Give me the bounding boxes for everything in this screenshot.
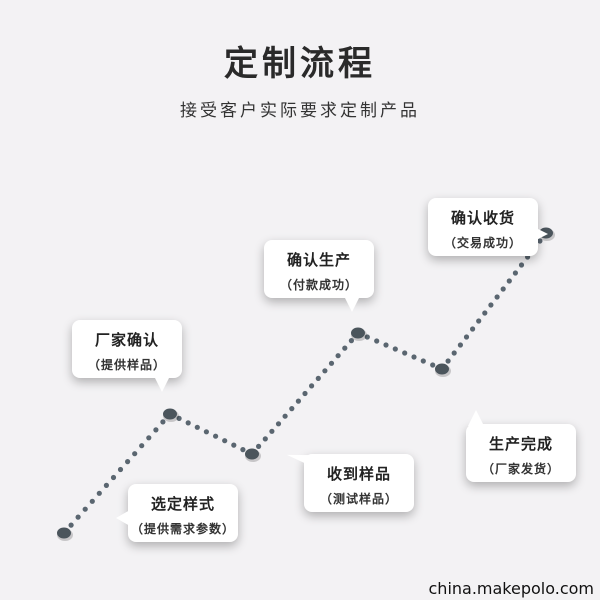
path-dot (231, 442, 237, 448)
step-title: 确认生产 (286, 251, 351, 269)
step-note: （提供样品） (87, 358, 166, 372)
path-dot (194, 424, 200, 430)
path-dot (328, 360, 335, 366)
step-note: （厂家发货） (481, 462, 560, 476)
step-bubble-production-done: 生产完成 （厂家发货） (466, 410, 576, 482)
path-dot (482, 310, 488, 316)
path-dot (75, 514, 81, 520)
path-dot (420, 358, 426, 364)
path-dot (335, 353, 341, 359)
step-title: 生产完成 (488, 435, 553, 453)
path-dot (176, 415, 182, 421)
path-dot (275, 421, 282, 427)
path-dot (476, 318, 482, 324)
path-dot (451, 350, 457, 356)
step-note: （交易成功） (443, 236, 522, 250)
path-dot (213, 433, 219, 439)
path-dot (256, 443, 262, 449)
path-dot (392, 346, 398, 352)
path-dot (282, 413, 288, 419)
path-dot (430, 362, 436, 368)
path-dot (289, 406, 295, 412)
path-dot (470, 326, 476, 332)
path-dot (96, 490, 102, 496)
path-dot (457, 342, 463, 348)
path-dot (222, 438, 228, 444)
path-dot (295, 398, 301, 404)
path-dot (506, 278, 512, 284)
path-dot (240, 447, 246, 453)
path-dot (68, 522, 74, 528)
path-dot (488, 302, 494, 308)
path-dot (110, 474, 117, 481)
path-dot (117, 466, 124, 473)
node-receive-sample (245, 448, 259, 460)
path-dot (103, 482, 109, 488)
page-title: 定制流程 (224, 44, 376, 84)
step-bubble-select-style: 选定样式 （提供需求参数） (116, 484, 238, 542)
step-bubble-confirm-receipt: 确认收货 （交易成功） (428, 198, 548, 256)
path-dot (160, 419, 166, 425)
node-select-style (57, 527, 71, 539)
path-dot (411, 354, 417, 360)
path-dot (342, 345, 348, 351)
path-dot (185, 420, 191, 426)
step-title: 收到样品 (326, 465, 391, 483)
path-dot (89, 498, 95, 504)
path-dot (269, 428, 275, 434)
path-dot (383, 342, 389, 348)
step-title: 选定样式 (150, 495, 215, 513)
step-note: （付款成功） (279, 278, 358, 292)
step-note: （测试样品） (319, 492, 398, 506)
path-dot (203, 429, 209, 435)
path-dot (139, 443, 145, 449)
path-dot (518, 262, 525, 268)
step-note: （提供需求参数） (130, 522, 235, 536)
step-bubble-confirm-production: 确认生产 （付款成功） (264, 240, 374, 312)
node-confirm-production (351, 327, 365, 339)
path-dot (146, 435, 152, 441)
path-dot (132, 451, 138, 457)
path-dot (82, 506, 88, 512)
step-bubble-factory-confirm: 厂家确认 （提供样品） (72, 320, 182, 392)
node-factory-confirm (163, 408, 177, 420)
path-dot (445, 358, 451, 364)
step-title: 厂家确认 (94, 331, 159, 349)
page-subtitle: 接受客户实际要求定制产品 (180, 101, 420, 121)
path-dot (125, 459, 131, 465)
node-production-done (435, 363, 449, 375)
path-dot (364, 334, 370, 340)
path-dot (374, 338, 380, 344)
path-dot (402, 350, 408, 356)
path-dot (494, 294, 500, 300)
path-dot (322, 368, 328, 374)
path-dot (500, 286, 506, 292)
step-title: 确认收货 (450, 209, 515, 227)
path-dot (309, 383, 315, 389)
path-dot (262, 436, 268, 442)
path-dot (315, 375, 321, 381)
step-bubble-receive-sample: 收到样品 （测试样品） (286, 445, 414, 512)
path-dot (153, 427, 159, 433)
path-dot (512, 270, 519, 276)
watermark: china.makepolo.com (428, 579, 595, 598)
path-dot (348, 338, 354, 344)
path-dot (463, 334, 470, 340)
path-dot (302, 390, 308, 397)
